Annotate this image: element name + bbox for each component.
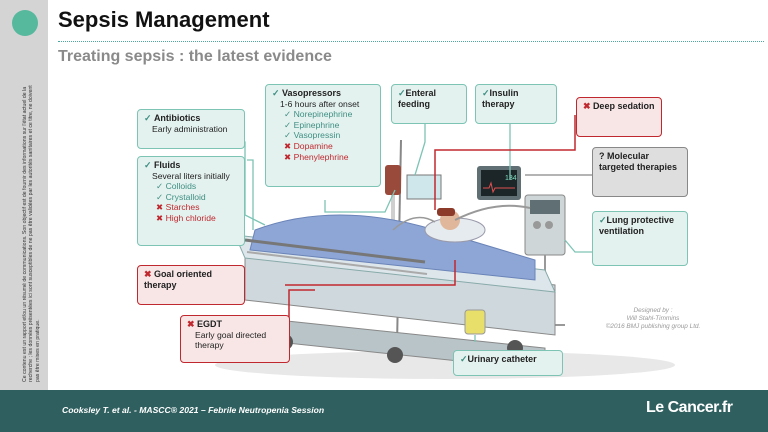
insulin-title: Insulin therapy xyxy=(482,88,519,109)
enteral-title: Enteral feeding xyxy=(398,88,437,109)
fluids-bad-label: High chloride xyxy=(165,212,216,223)
slide-title: Sepsis Management xyxy=(58,7,270,32)
vaso-bad-label: Phenylephrine xyxy=(293,151,349,162)
egdt-title: EGDT xyxy=(196,319,222,329)
vaso-bad-label: Dopamine xyxy=(293,140,333,151)
vaso-good-label: Epinephrine xyxy=(293,119,340,130)
vaso-bad-item: ✖ Dopamine xyxy=(284,140,333,151)
sedation-title: Deep sedation xyxy=(592,101,655,111)
lung-ventilation-box: ✓Lung protective ventilation xyxy=(592,211,688,266)
check-icon: ✓ xyxy=(460,354,468,364)
lung-title: Lung protective ventilation xyxy=(599,215,675,236)
credit-line: ©2016 BMJ publishing group Ltd. xyxy=(605,323,701,330)
urinary-title: Urinary catheter xyxy=(467,354,537,364)
fluids-title: Fluids xyxy=(153,160,181,170)
check-icon: ✓ xyxy=(398,88,406,98)
logo-circle-icon xyxy=(12,10,38,36)
vaso-good-item: ✓ Epinephrine xyxy=(284,119,340,130)
antibiotics-sub: Early administration xyxy=(152,123,228,134)
vaso-bad-item: ✖ Phenylephrine xyxy=(284,151,349,162)
egdt-box: ✖ EGDT Early goal directed therapy xyxy=(180,315,290,363)
vaso-good-item: ✓ Norepinephrine xyxy=(284,109,353,120)
vaso-good-item: ✓ Vasopressin xyxy=(284,130,341,141)
fluids-good-label: Crystalloid xyxy=(165,191,206,202)
check-icon: ✓ xyxy=(272,88,280,98)
fluids-bad-item: ✖ Starches xyxy=(156,202,200,213)
monitor-reading: 134 xyxy=(505,175,517,182)
fluids-bad-item: ✖ High chloride xyxy=(156,212,216,223)
fluids-sub: Several liters initially xyxy=(152,170,230,181)
check-icon: ✓ xyxy=(599,215,607,225)
check-icon: ✓ xyxy=(144,113,152,123)
footer-bar: Cooksley T. et al. - MASCC® 2021 – Febri… xyxy=(0,390,768,432)
enteral-feeding-box: ✓Enteral feeding xyxy=(391,84,467,124)
vasopressors-sub: 1-6 hours after onset xyxy=(280,98,360,109)
molecular-therapies-box: ? Molecular targeted therapies xyxy=(592,147,688,197)
fluids-bad-label: Starches xyxy=(165,202,200,213)
deep-sedation-box: ✖ Deep sedation xyxy=(576,97,662,137)
antibiotics-box: ✓ Antibiotics Early administration xyxy=(137,109,245,149)
insulin-therapy-box: ✓Insulin therapy xyxy=(475,84,557,124)
fluids-good-item: ✓ Colloids xyxy=(156,181,197,192)
illustration-credit: Designed by : Will Stahl-Timmins ©2016 B… xyxy=(598,307,708,331)
disclaimer-text: Ce contenu est un rapport et/ou un résum… xyxy=(22,85,41,382)
cross-icon: ✖ xyxy=(144,269,152,279)
vaso-good-label: Vasopressin xyxy=(293,130,341,141)
slide-subtitle: Treating sepsis : the latest evidence xyxy=(58,48,332,65)
antibiotics-title: Antibiotics xyxy=(153,113,201,123)
vasopressors-title: Vasopressors xyxy=(281,88,341,98)
check-icon: ✓ xyxy=(482,88,490,98)
footer-citation: Cooksley T. et al. - MASCC® 2021 – Febri… xyxy=(62,405,325,415)
egdt-sub: Early goal directed therapy xyxy=(195,329,267,351)
credit-line: Designed by : xyxy=(633,307,673,314)
urinary-catheter-box: ✓Urinary catheter xyxy=(453,350,563,376)
cross-icon: ✖ xyxy=(583,101,591,111)
title-divider xyxy=(58,41,764,42)
fluids-good-label: Colloids xyxy=(165,181,197,192)
fluids-box: ✓ Fluids Several liters initially ✓ Coll… xyxy=(137,156,245,246)
goal-title: Goal oriented therapy xyxy=(144,269,212,290)
cross-icon: ✖ xyxy=(187,319,195,329)
vasopressors-box: ✓ Vasopressors 1-6 hours after onset ✓ N… xyxy=(265,84,381,187)
brand-logo: Le Cancer.fr xyxy=(646,399,733,416)
credit-line: Will Stahl-Timmins xyxy=(626,315,680,322)
fluids-good-item: ✓ Crystalloid xyxy=(156,191,206,202)
check-icon: ✓ xyxy=(144,160,152,170)
goal-therapy-box: ✖ Goal oriented therapy xyxy=(137,265,245,305)
sidebar xyxy=(0,0,48,390)
molecular-title: ? Molecular targeted therapies xyxy=(599,151,678,172)
icu-bed-illustration: 134 xyxy=(215,115,675,379)
vaso-good-label: Norepinephrine xyxy=(293,109,353,120)
